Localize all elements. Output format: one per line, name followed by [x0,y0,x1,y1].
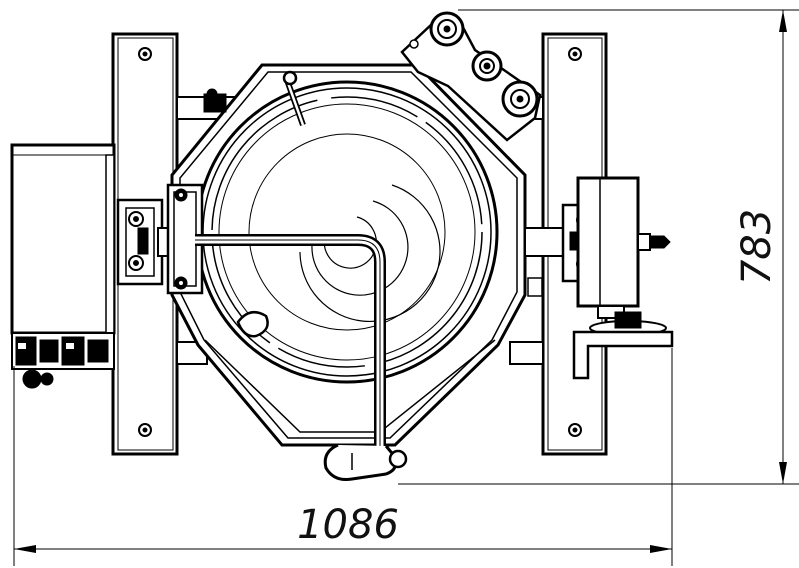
kettle-body [170,63,527,447]
dimension-arrows [14,10,787,553]
dimension-height-label: 783 [734,209,780,285]
drain-valve [323,443,408,481]
supply-pipe [195,234,386,452]
tilt-handwheel [572,311,674,380]
cable-gland [22,369,42,389]
dimension-lines [13,9,799,566]
left-clamp [166,183,204,295]
tilt-gearbox [400,11,542,142]
lid-handle [282,70,306,127]
drain-opening [236,310,269,338]
right-gear-housing [576,176,671,319]
dimension-width-label: 1086 [297,502,399,548]
control-box [10,143,116,389]
top-left-valve [203,88,227,113]
